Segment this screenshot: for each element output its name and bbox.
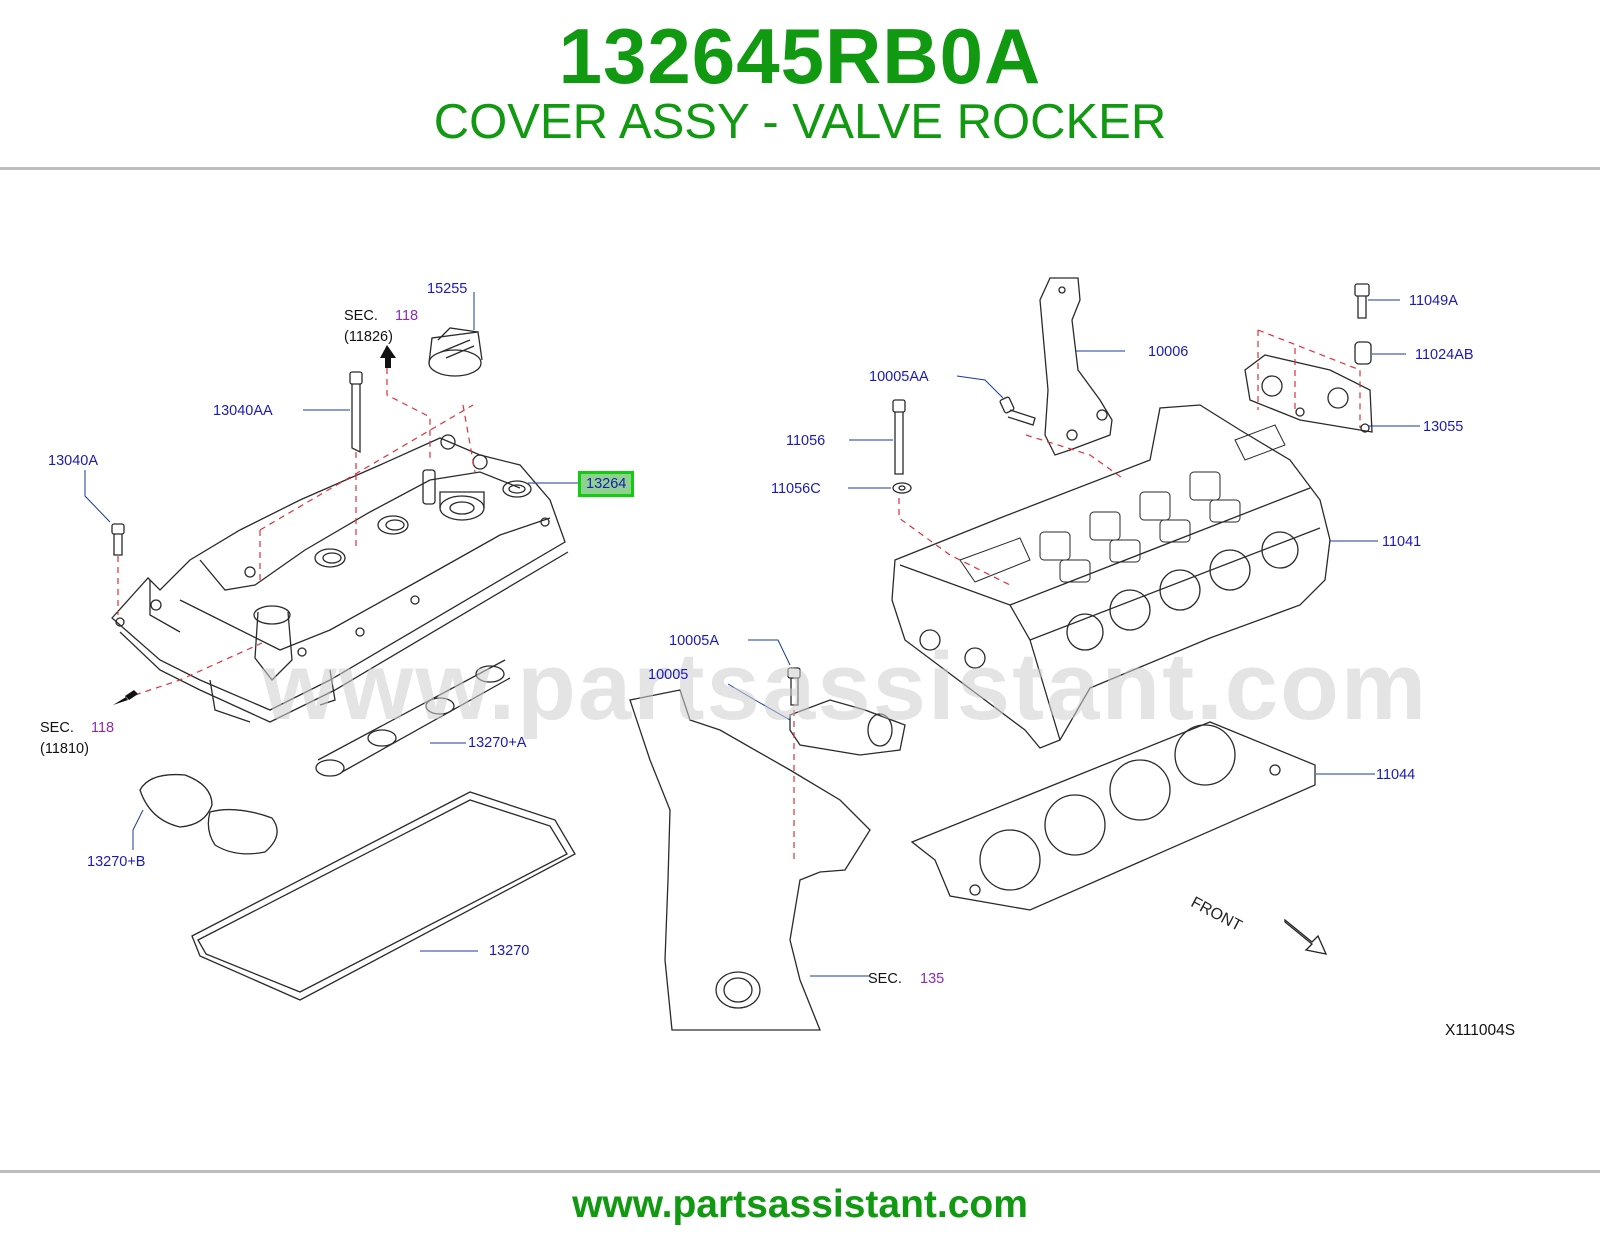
seal-pair-illustration	[139, 773, 278, 855]
page-header: 132645RB0A COVER ASSY - VALVE ROCKER	[0, 0, 1600, 168]
part-number-title: 132645RB0A	[558, 12, 1042, 100]
footer-website-link[interactable]: www.partsassistant.com	[572, 1183, 1028, 1226]
footer-divider	[0, 1170, 1600, 1173]
front-arrow	[1284, 918, 1328, 955]
callout-sec118-bottom-ref: (11810)	[40, 741, 89, 757]
exploded-view-drawing	[84, 277, 1420, 1031]
callout-10006[interactable]: 10006	[1148, 344, 1189, 360]
sec118-top-arrow	[380, 345, 396, 368]
callout-11024AB[interactable]: 11024AB	[1415, 347, 1474, 363]
callout-13270[interactable]: 13270	[489, 943, 530, 959]
callout-sec118-top-ref: (11826)	[344, 329, 393, 345]
callout-sec135-prefix: SEC.	[868, 971, 902, 987]
callout-11044[interactable]: 11044	[1376, 767, 1416, 783]
assembly-dashed-lines	[117, 329, 1361, 860]
callout-13040AA[interactable]: 13040AA	[213, 403, 273, 419]
callout-10005AA[interactable]: 10005AA	[869, 369, 929, 385]
callout-10005[interactable]: 10005	[648, 667, 689, 683]
rocker-cover-gasket-illustration	[191, 791, 576, 1001]
bolt-13040AA-illustration	[349, 371, 363, 454]
bolt-10005AA-illustration	[999, 396, 1036, 426]
callout-sec135-link[interactable]: 135	[920, 971, 945, 987]
header-divider	[0, 167, 1600, 170]
callout-11056C[interactable]: 11056C	[771, 481, 821, 497]
callout-11049A[interactable]: 11049A	[1409, 293, 1458, 309]
callout-13270A[interactable]: 13270+A	[468, 735, 527, 751]
bolt-13040A-illustration	[111, 523, 125, 556]
callout-11056[interactable]: 11056	[786, 433, 826, 449]
engine-hanger-illustration	[1039, 277, 1113, 456]
callout-sec118-top-link[interactable]: 118	[395, 308, 419, 324]
callout-13270B[interactable]: 13270+B	[87, 854, 146, 870]
callout-11041[interactable]: 11041	[1382, 534, 1422, 550]
callout-13055[interactable]: 13055	[1423, 419, 1464, 435]
drawing-code: X111004S	[1445, 1022, 1516, 1039]
callout-15255[interactable]: 15255	[427, 281, 468, 297]
plug-gasket-strip-illustration	[315, 659, 511, 777]
callout-sec118-bottom-link[interactable]: 118	[91, 720, 115, 736]
callout-sec118-bottom-prefix: SEC.	[40, 720, 74, 736]
sec118-bottom-arrow	[113, 690, 138, 705]
camshaft-bracket-illustration	[1244, 283, 1373, 433]
front-cover-illustration	[629, 667, 906, 1031]
callout-10005A[interactable]: 10005A	[669, 633, 719, 649]
callout-13040A[interactable]: 13040A	[48, 453, 98, 469]
oil-filler-cap-illustration	[428, 327, 483, 377]
part-description: COVER ASSY - VALVE ROCKER	[433, 95, 1167, 149]
callout-sec118-top-prefix: SEC.	[344, 308, 378, 324]
bolt-11056-illustration	[892, 399, 912, 494]
watermark: www.partsassistant.com	[262, 633, 1429, 740]
head-gasket-illustration	[910, 721, 1316, 911]
cylinder-head-illustration	[891, 404, 1331, 749]
parts-diagram: www.partsassistant.com 15255 SEC. 118 (1…	[0, 260, 1600, 1080]
leader-lines	[84, 292, 1420, 977]
valve-rocker-cover-illustration	[111, 434, 569, 723]
callout-13264-highlighted[interactable]: 13264	[578, 471, 635, 497]
